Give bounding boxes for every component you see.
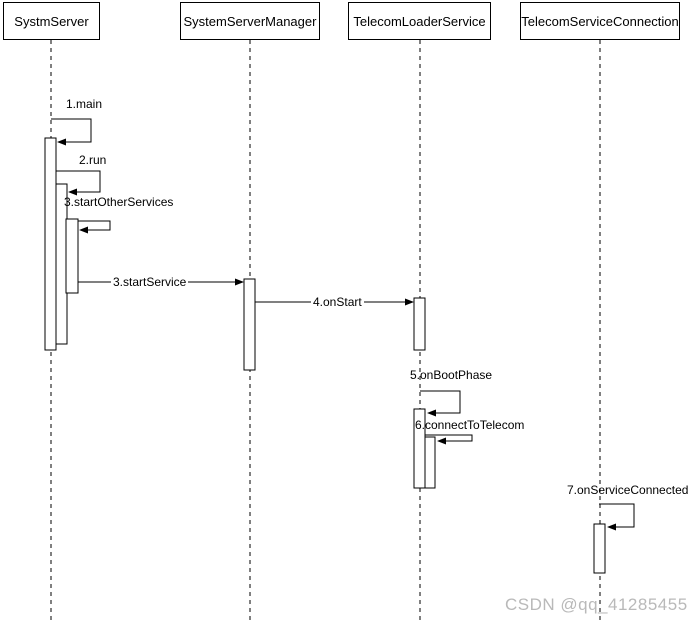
message-line-run: [56, 170, 101, 193]
message-line-onbootphase: [420, 390, 461, 414]
actor-label: TelecomLoaderService: [353, 13, 486, 29]
message-label-startotherservices: 3.startOtherServices: [64, 195, 174, 209]
arrowhead-connecttotelecom: [437, 437, 446, 445]
activation-telecomloaderservice-onstart: [413, 297, 426, 351]
arrowhead-main: [57, 138, 66, 146]
message-label-onbootphase: 5.onBootPhase: [410, 368, 493, 382]
activation-systmserver-main: [44, 137, 57, 351]
message-line-onserviceconnected: [599, 503, 635, 528]
actor-label: SystmServer: [14, 13, 89, 29]
watermark: CSDN @qq_41285455: [505, 595, 688, 614]
activation-telecomserviceconnection-onserviceconnected: [593, 523, 606, 574]
actor-label: TelecomServiceConnection: [521, 13, 679, 29]
actor-systemservermanager: SystemServerManager: [180, 2, 320, 40]
message-label-main: 1.main: [66, 97, 103, 111]
actor-label: SystemServerManager: [183, 13, 317, 29]
activation-systemservermanager-startservice: [243, 278, 256, 371]
arrowhead-onbootphase: [427, 409, 436, 417]
message-label-startservice: 3.startService: [111, 275, 189, 289]
activation-systmserver-startotherservices: [65, 218, 79, 294]
actor-telecomserviceconnection: TelecomServiceConnection: [520, 2, 680, 40]
message-label-onserviceconnected: 7.onServiceConnected: [567, 483, 689, 497]
message-line-startotherservices: [78, 220, 111, 231]
arrowhead-run: [68, 188, 77, 196]
actor-systmserver: SystmServer: [3, 2, 100, 40]
message-label-onstart: 4.onStart: [311, 295, 364, 309]
actor-telecomloaderservice: TelecomLoaderService: [348, 2, 491, 40]
message-line-main: [51, 118, 92, 143]
activation-telecomloaderservice-connecttotelecom: [424, 436, 436, 489]
message-label-run: 2.run: [79, 153, 107, 167]
arrowhead-startotherservices: [79, 226, 88, 234]
arrowhead-onstart: [405, 298, 414, 306]
arrowhead-onserviceconnected: [607, 523, 616, 531]
message-line-connecttotelecom: [425, 434, 473, 442]
arrowhead-startservice: [235, 278, 244, 286]
message-label-connecttotelecom: 6.connectToTelecom: [415, 418, 525, 432]
